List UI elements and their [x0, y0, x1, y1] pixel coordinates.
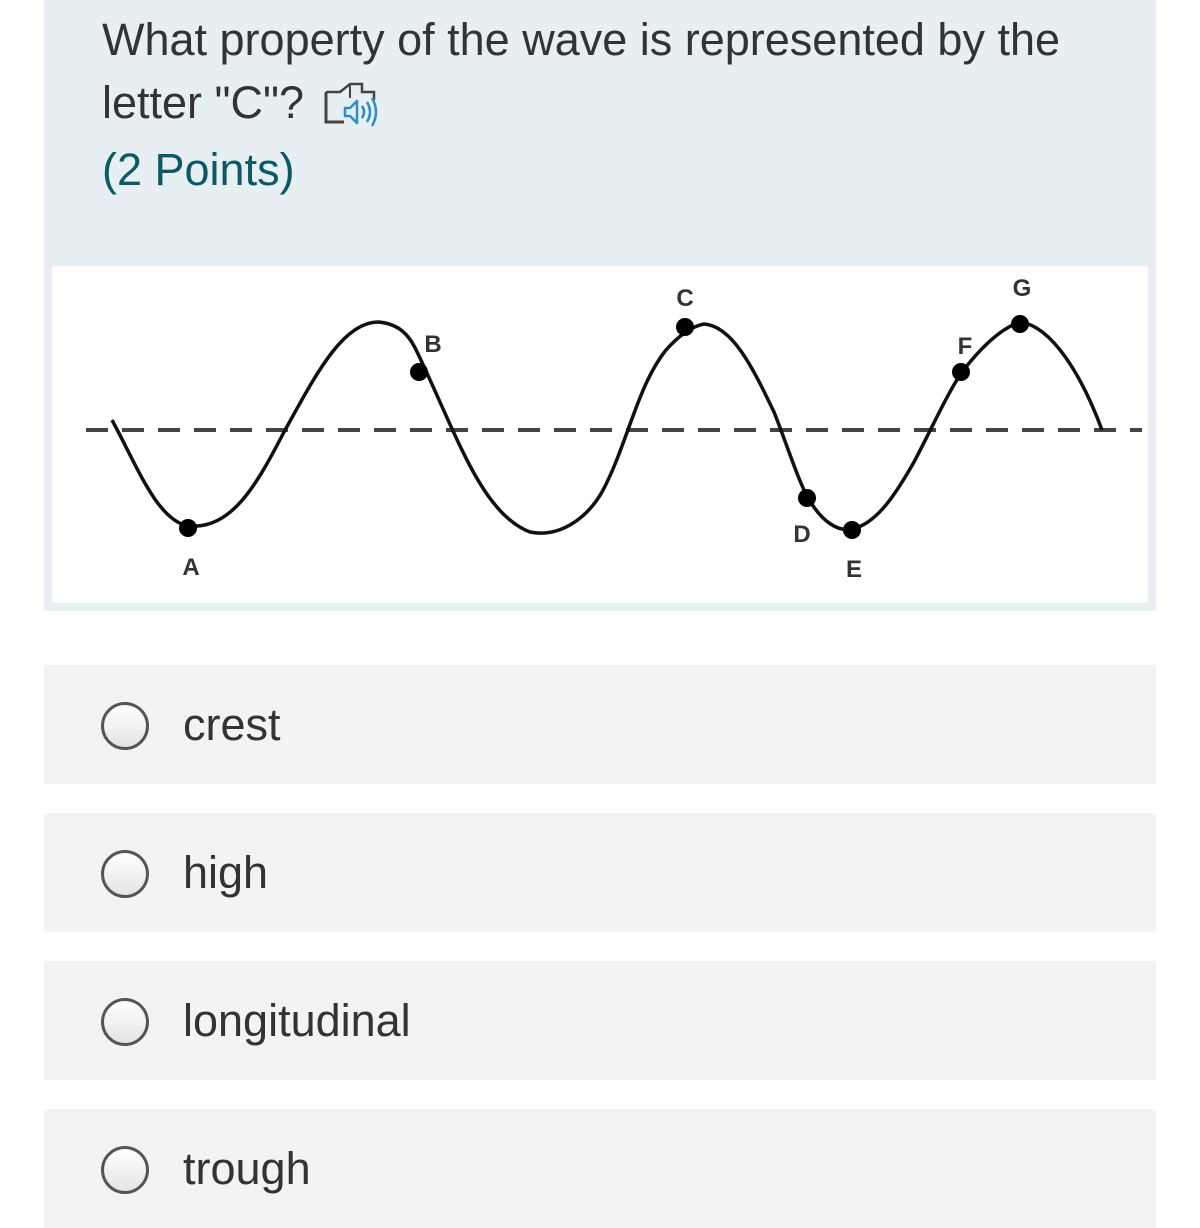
- option-trough[interactable]: trough: [44, 1109, 1156, 1228]
- option-label: longitudinal: [183, 995, 411, 1046]
- wave-figure: A B C D E F G: [52, 266, 1148, 603]
- wave-diagram: A B C D E F G: [86, 275, 1142, 583]
- question-title: What property of the wave is represented…: [102, 8, 1112, 146]
- point-a-label: A: [182, 554, 199, 581]
- radio-button[interactable]: [101, 998, 149, 1046]
- point-f-label: F: [958, 333, 973, 360]
- question-text: What property of the wave is represented…: [102, 14, 1061, 128]
- point-e-label: E: [846, 556, 862, 583]
- point-g-dot: [1011, 315, 1029, 333]
- radio-button[interactable]: [101, 850, 149, 898]
- option-crest[interactable]: crest: [44, 665, 1156, 784]
- point-b-label: B: [424, 331, 441, 358]
- point-c-dot: [676, 318, 694, 336]
- wave-points: [179, 315, 1029, 539]
- question-card: What property of the wave is represented…: [44, 0, 1156, 611]
- point-d-dot: [798, 489, 816, 507]
- option-longitudinal[interactable]: longitudinal: [44, 961, 1156, 1080]
- point-e-dot: [843, 521, 861, 539]
- option-high[interactable]: high: [44, 813, 1156, 932]
- wave-curve: [110, 320, 1104, 535]
- radio-button[interactable]: [101, 702, 149, 750]
- option-label: trough: [183, 1143, 311, 1194]
- point-c-label: C: [676, 285, 693, 312]
- point-b-dot: [410, 363, 428, 381]
- point-d-label: D: [793, 521, 810, 548]
- point-f-dot: [952, 363, 970, 381]
- point-g-label: G: [1013, 275, 1032, 302]
- radio-button[interactable]: [101, 1146, 149, 1194]
- point-a-dot: [179, 519, 197, 537]
- option-label: high: [183, 847, 269, 898]
- option-label: crest: [183, 699, 281, 750]
- immersive-reader-icon[interactable]: [322, 78, 384, 146]
- points-label: (2 Points): [102, 144, 295, 195]
